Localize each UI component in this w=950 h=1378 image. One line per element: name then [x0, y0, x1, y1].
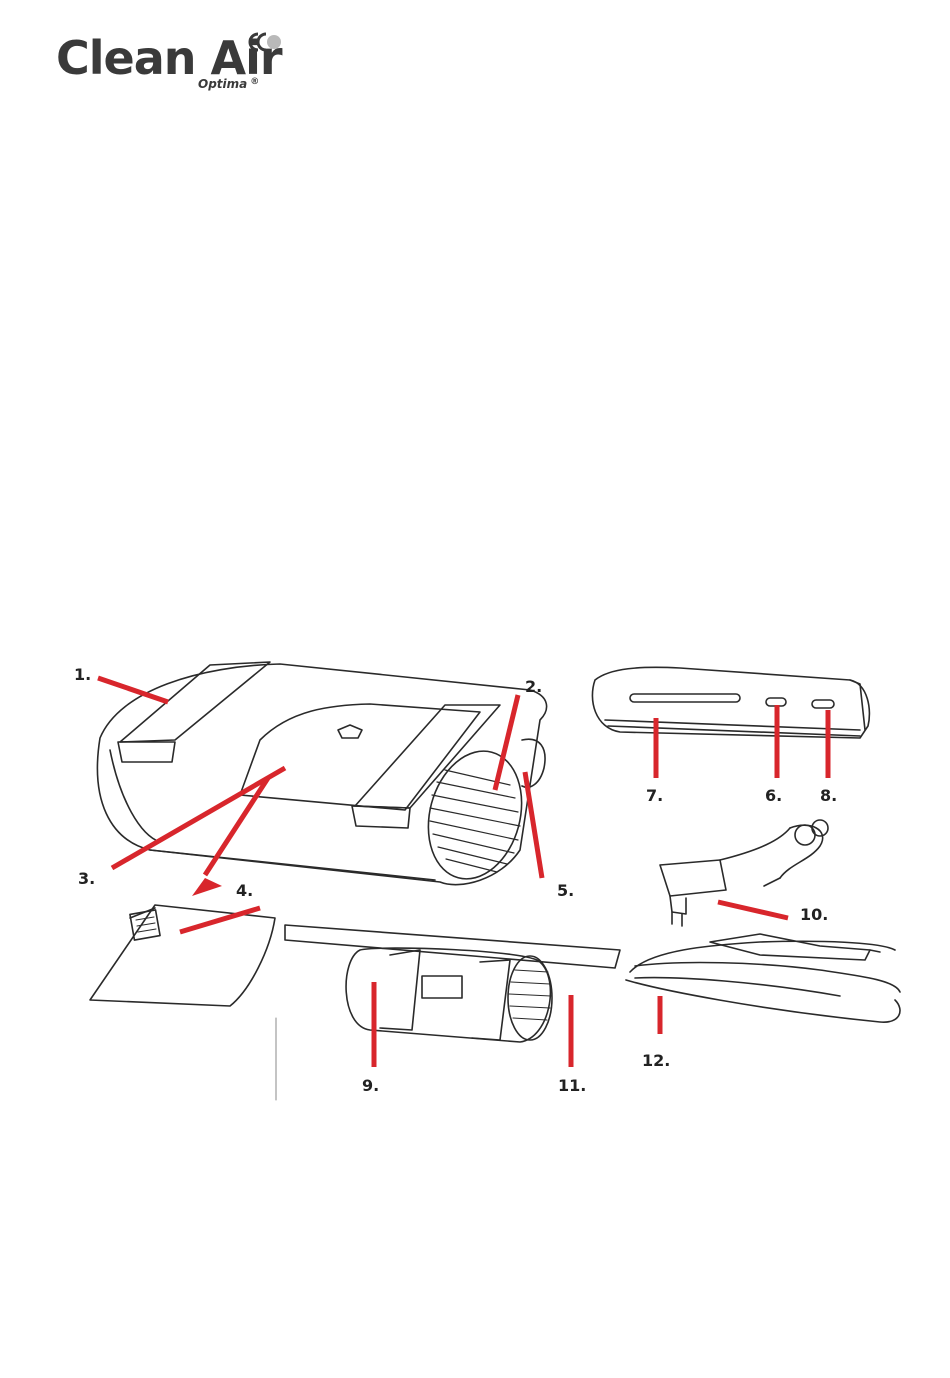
callout-12: 12. [642, 1052, 670, 1070]
callout-10: 10. [800, 906, 828, 924]
parts-illustration [60, 650, 910, 1110]
logo-subtitle: Optima® [198, 77, 259, 91]
brand-logo: Clean Air Optima® [56, 30, 286, 100]
callout-6: 6. [765, 787, 782, 805]
registered-mark: ® [250, 77, 259, 87]
leader-lines [98, 678, 828, 1067]
callout-11: 11. [558, 1077, 586, 1095]
callout-5: 5. [557, 882, 574, 900]
callout-7: 7. [646, 787, 663, 805]
filter-plate [90, 905, 275, 1006]
arrow-head-icon [192, 878, 222, 896]
logo-air-mark-icon [244, 32, 284, 52]
callout-2: 2. [525, 678, 542, 696]
callout-9: 9. [362, 1077, 379, 1095]
main-unit [97, 662, 546, 889]
callout-3: 3. [78, 870, 95, 888]
product-parts-diagram: 1. 2. 3. 4. 5. 6. 7. 8. 9. 10. 11. 12. [60, 650, 910, 1110]
logo-sub-text: Optima [198, 77, 247, 91]
callout-1: 1. [74, 666, 91, 684]
car-charger-cable [626, 934, 900, 1022]
callout-4: 4. [236, 882, 253, 900]
callout-8: 8. [820, 787, 837, 805]
